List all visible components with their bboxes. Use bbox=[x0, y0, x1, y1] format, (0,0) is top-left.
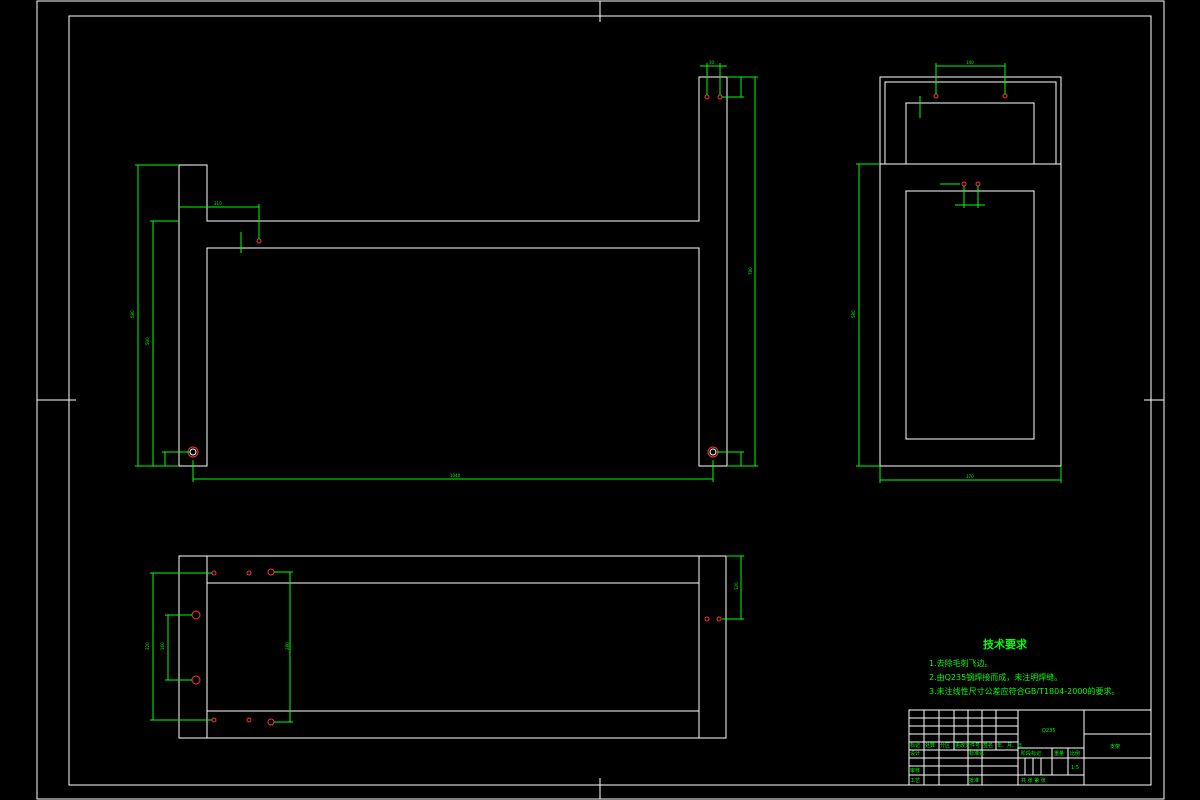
tb-label-ratio: 比例 bbox=[1070, 750, 1080, 757]
plan-view: 320 160 280 120 bbox=[145, 555, 744, 739]
tb-label-checker: 审核 bbox=[910, 767, 920, 774]
tb-label-change-doc: 更改文件号 bbox=[955, 742, 980, 749]
tb-label-sheets: 共 张 第 张 bbox=[1021, 777, 1046, 784]
dim-side-width: 370 bbox=[966, 474, 974, 479]
title-block: Q235 支架 标记 处数 分区 更改文件号 签名 年、月、日 设计 标准化 审… bbox=[908, 709, 1152, 786]
tb-label-zone: 分区 bbox=[940, 742, 950, 749]
tech-requirement-2: 2.由Q235钢焊接而成，未注明焊缝。 bbox=[929, 672, 1062, 682]
tb-label-approval: 批准 bbox=[969, 777, 979, 784]
front-view: 580 500 1040 780 30 310 bbox=[130, 60, 758, 482]
plan-hole-left bbox=[191, 610, 201, 620]
tb-label-date: 年、月、日 bbox=[997, 742, 1022, 749]
front-hole-right-inner bbox=[709, 448, 717, 456]
title-block-border bbox=[908, 709, 1152, 786]
tb-label-quantity: 处数 bbox=[925, 742, 935, 749]
tb-scale: 1:5 bbox=[1071, 765, 1079, 771]
dim-top-hole-spacing: 30 bbox=[709, 60, 715, 65]
tb-label-standardization: 标准化 bbox=[969, 750, 984, 757]
dim-plan-right: 120 bbox=[734, 582, 739, 590]
dim-plan-height: 320 bbox=[145, 642, 150, 650]
plan-hole-left bbox=[191, 675, 201, 685]
tech-requirement-1: 1.去除毛刺飞边。 bbox=[929, 658, 993, 668]
tb-label-designer: 设计 bbox=[910, 750, 920, 757]
tech-requirement-3: 3.未注线性尺寸公差应符合GB/T1804-2000的要求。 bbox=[929, 686, 1120, 696]
dim-top-offset: 310 bbox=[214, 201, 222, 206]
dim-plan-spacing: 160 bbox=[160, 642, 165, 650]
dim-width: 1040 bbox=[450, 473, 461, 478]
tb-drawing-name: 支架 bbox=[1110, 743, 1120, 750]
side-hole-2 bbox=[1002, 93, 1008, 99]
tb-label-weight: 重量 bbox=[1054, 750, 1064, 757]
side-hole-4 bbox=[975, 181, 981, 187]
dim-side-height: 580 bbox=[851, 310, 856, 318]
plan-hole bbox=[267, 568, 275, 576]
dim-inner-height: 500 bbox=[145, 337, 150, 345]
front-hole-left-inner bbox=[189, 448, 197, 456]
sheet-inner-border bbox=[68, 15, 1152, 786]
plan-hole bbox=[211, 570, 217, 576]
dim-right-height: 780 bbox=[748, 267, 753, 275]
front-top-hole-1 bbox=[704, 94, 710, 100]
side-top-mid bbox=[884, 81, 1057, 165]
tb-material: Q235 bbox=[1042, 728, 1055, 734]
tb-label-signature: 签名 bbox=[983, 742, 993, 749]
plan-hole-right bbox=[704, 616, 710, 622]
tb-label-mark: 标记 bbox=[910, 742, 920, 749]
side-hole-3 bbox=[961, 181, 967, 187]
front-top-hole-2 bbox=[717, 94, 723, 100]
side-top-inner bbox=[905, 102, 1035, 165]
side-view: 140 580 370 bbox=[851, 60, 1062, 483]
plan-outer bbox=[178, 555, 727, 739]
dim-side-top-spacing: 140 bbox=[966, 60, 974, 65]
dim-overall-height: 580 bbox=[130, 310, 135, 318]
side-body-outer bbox=[879, 163, 1062, 467]
dim-plan-inner: 280 bbox=[285, 642, 290, 650]
plan-hole bbox=[246, 717, 252, 723]
tech-requirements: 技术要求 1.去除毛刺飞边。 2.由Q235钢焊接而成，未注明焊缝。 3.未注线… bbox=[929, 637, 1120, 696]
plan-hole bbox=[246, 570, 252, 576]
side-hole-1 bbox=[933, 93, 939, 99]
tb-label-stage-mark: 阶段标记 bbox=[1021, 750, 1041, 757]
tech-requirements-title: 技术要求 bbox=[983, 637, 1028, 651]
plan-hole bbox=[211, 717, 217, 723]
plan-hole bbox=[267, 718, 275, 726]
side-body-inner bbox=[905, 190, 1035, 440]
front-view-outline bbox=[178, 76, 728, 467]
tb-label-process: 工艺 bbox=[910, 778, 920, 784]
plan-hole-right bbox=[716, 616, 722, 622]
front-mid-hole bbox=[256, 238, 262, 244]
